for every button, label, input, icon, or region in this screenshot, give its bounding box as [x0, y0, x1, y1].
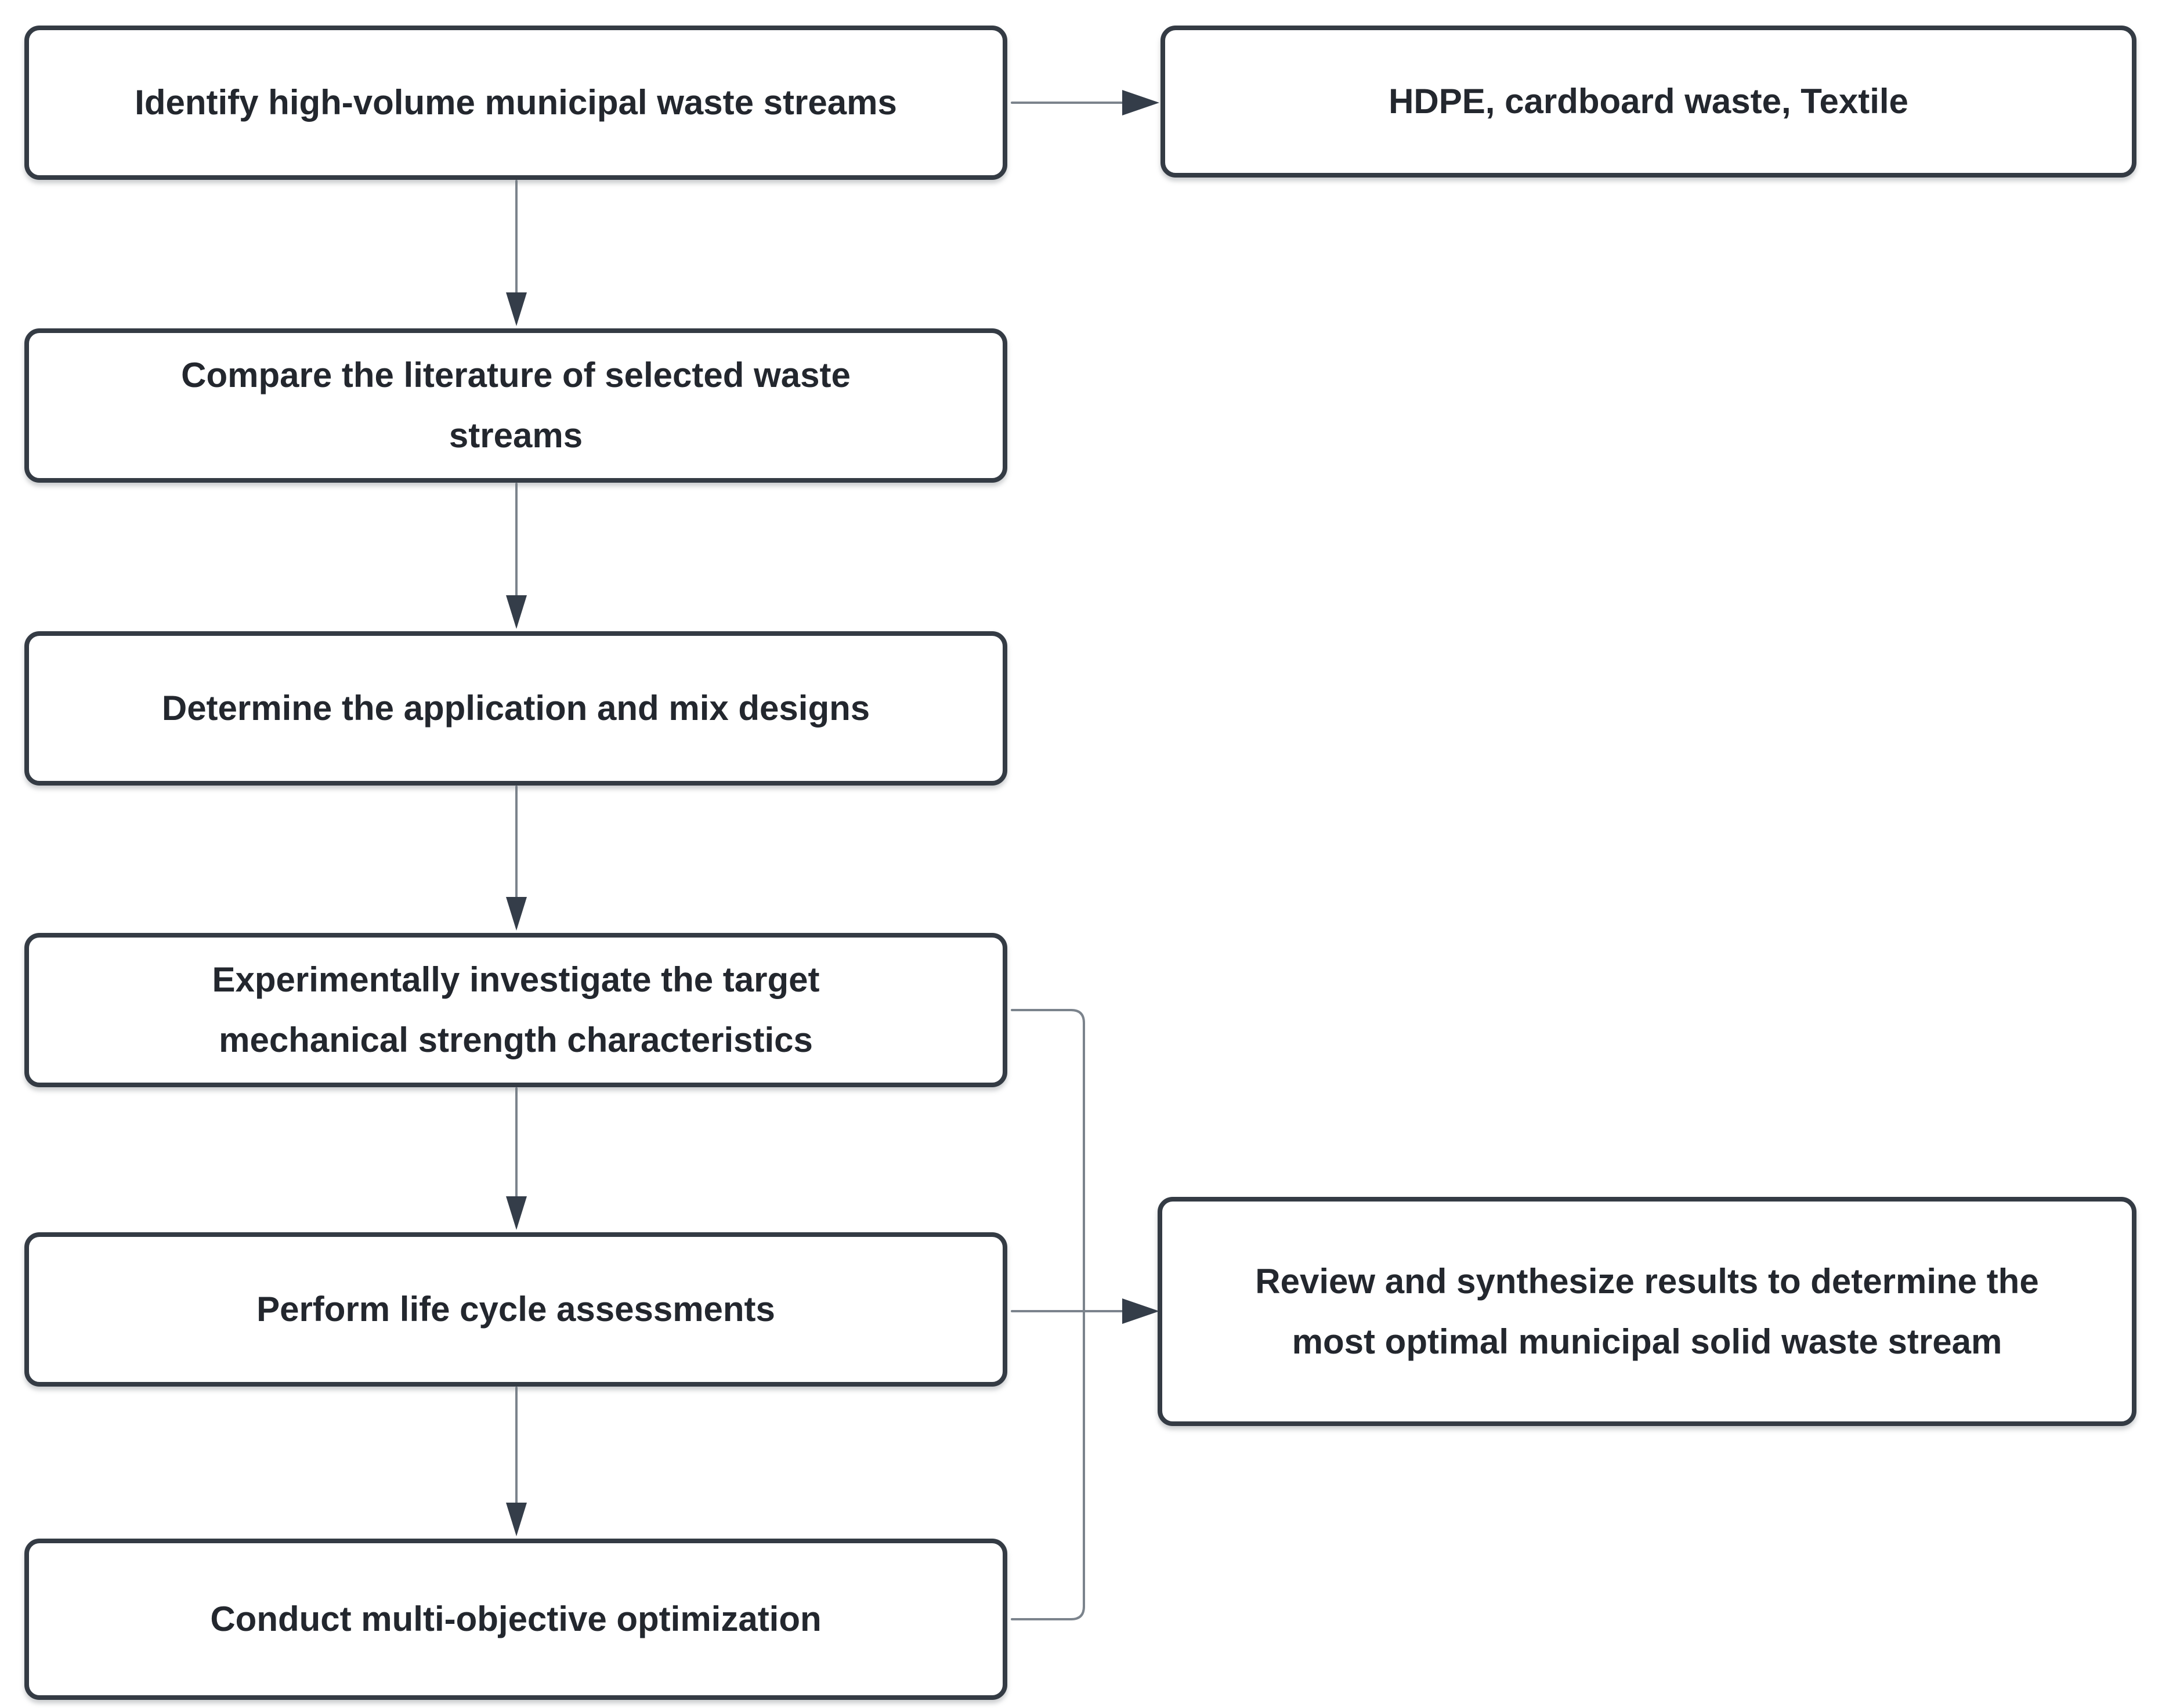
node-hdpe-cardboard-textile: HDPE, cardboard waste, Textile — [1160, 26, 2136, 178]
node-lca-label: Perform life cycle assessments — [256, 1290, 775, 1329]
edge-identify-to-streams-arrow — [1011, 90, 1159, 115]
node-multi-objective-optimization: Conduct multi-objective optimization — [24, 1539, 1007, 1700]
edge-lca-to-moo-arrow — [506, 1387, 527, 1536]
node-experiment-label: Experimentally investigate the target me… — [212, 960, 820, 1059]
node-review-synthesize-results: Review and synthesize results to determi… — [1158, 1197, 2136, 1426]
node-identify-waste-streams: Identify high-volume municipal waste str… — [24, 26, 1007, 180]
node-identify-label: Identify high-volume municipal waste str… — [135, 83, 897, 122]
node-life-cycle-assessments: Perform life cycle assessments — [24, 1232, 1007, 1387]
node-determine-application: Determine the application and mix design… — [24, 631, 1007, 786]
node-moo-label: Conduct multi-objective optimization — [210, 1600, 822, 1638]
edge-determine-to-experiment-arrow — [506, 786, 527, 931]
node-determine-label: Determine the application and mix design… — [161, 689, 870, 728]
node-review-label: Review and synthesize results to determi… — [1255, 1261, 2039, 1361]
node-compare-literature: Compare the literature of selected waste… — [24, 328, 1007, 483]
edge-merge-bracket — [1011, 1009, 1085, 1620]
edge-experiment-to-lca-arrow — [506, 1087, 527, 1230]
edge-identify-to-compare-arrow — [506, 180, 527, 326]
edge-compare-to-determine-arrow — [506, 483, 527, 629]
edge-merge-to-review-arrow — [1011, 1298, 1159, 1324]
node-compare-label: Compare the literature of selected waste… — [181, 356, 851, 455]
node-streams-label: HDPE, cardboard waste, Textile — [1389, 82, 1908, 121]
node-experimental-investigation: Experimentally investigate the target me… — [24, 933, 1007, 1087]
